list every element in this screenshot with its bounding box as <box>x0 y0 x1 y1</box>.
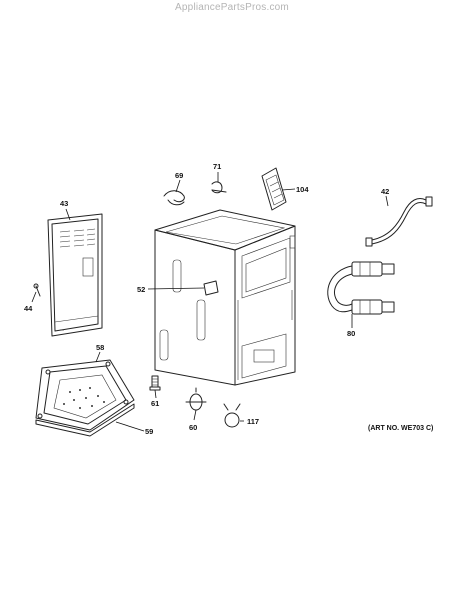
leader-lines <box>31 172 389 432</box>
callout-69: 69 <box>175 171 183 180</box>
callout-59: 59 <box>145 427 153 436</box>
callout-60: 60 <box>189 423 197 432</box>
clip-69[interactable] <box>163 190 185 206</box>
leveling-leg[interactable] <box>149 375 161 391</box>
rear-panel[interactable] <box>47 213 103 337</box>
callout-104: 104 <box>296 185 309 194</box>
callout-labels: 43 44 58 59 52 61 60 117 69 71 104 42 80… <box>24 162 433 436</box>
drain-hose[interactable] <box>327 261 395 315</box>
callout-58: 58 <box>96 343 104 352</box>
callout-43: 43 <box>60 199 68 208</box>
callout-80: 80 <box>347 329 355 338</box>
callout-42: 42 <box>381 187 389 196</box>
screw-44[interactable] <box>33 283 41 297</box>
callout-61: 61 <box>151 399 159 408</box>
cabinet[interactable] <box>154 209 296 386</box>
watermark: AppliancePartsPros.com <box>175 2 289 13</box>
filter-cover-104[interactable] <box>261 167 287 211</box>
callout-44: 44 <box>24 304 33 313</box>
inlet-hose[interactable] <box>365 196 433 247</box>
base-foot-pad[interactable] <box>35 403 135 437</box>
hose-clamp-117[interactable] <box>223 403 241 428</box>
callout-52: 52 <box>137 285 145 294</box>
bracket-52[interactable] <box>203 280 219 296</box>
callout-117: 117 <box>247 417 259 426</box>
callout-71: 71 <box>213 162 221 171</box>
base-frame[interactable] <box>35 359 135 431</box>
art-number: (ART NO. WE703 C) <box>368 425 433 432</box>
clip-71[interactable] <box>211 181 227 194</box>
hose-fitting-60[interactable] <box>185 387 207 411</box>
